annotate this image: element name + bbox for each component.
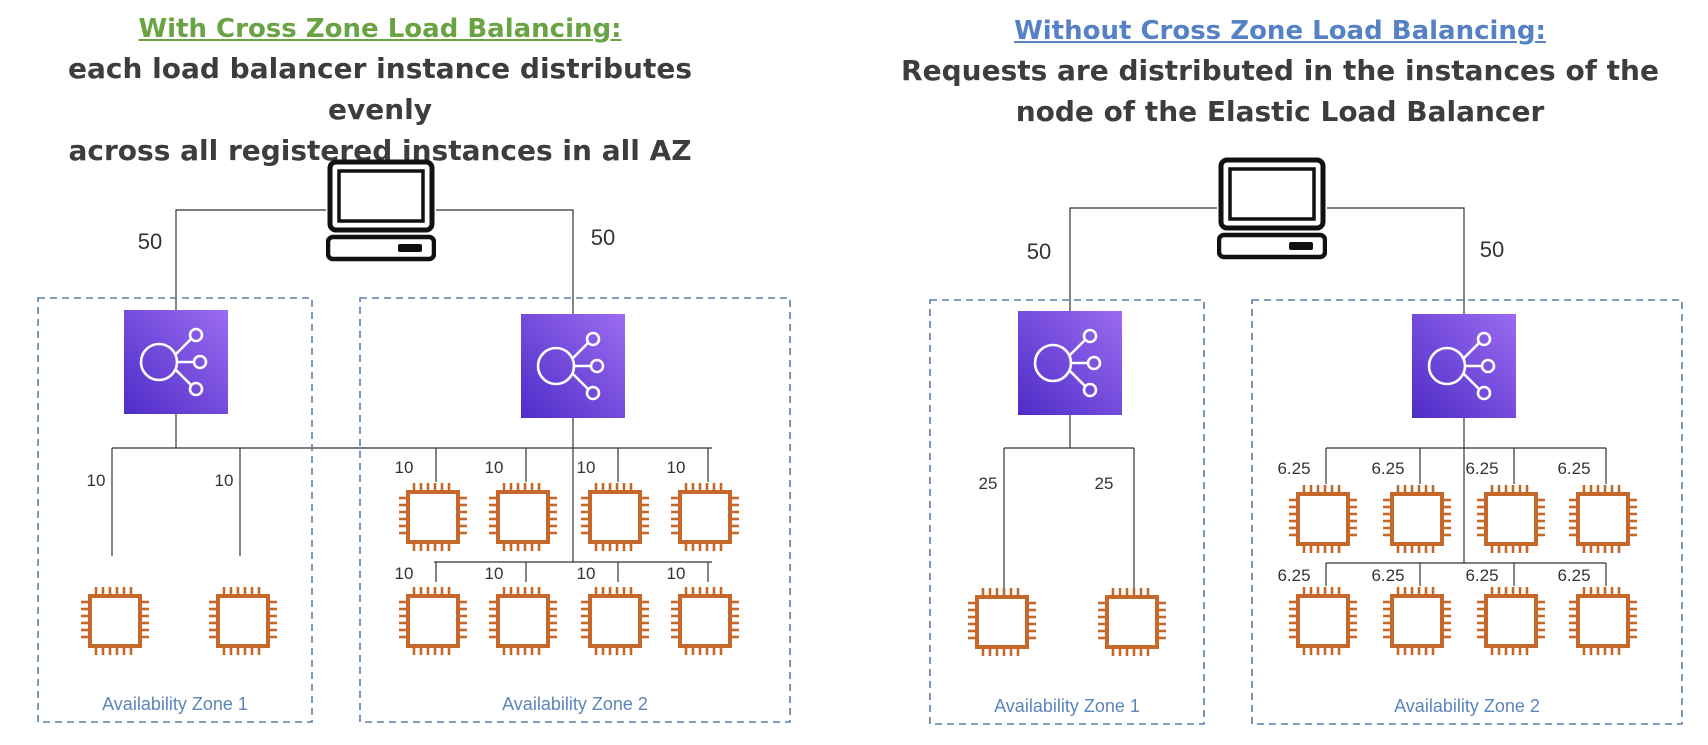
left-az2-instance-label-8: 10 [667,564,686,583]
right-az1-instance-1-icon [967,587,1037,657]
right-az2-instance-7-icon [1476,586,1546,656]
left-az2-instance-6-icon [488,586,558,656]
left-client-to-elb1-line [175,209,326,312]
right-elb-az2-icon [1412,314,1516,418]
right-client-to-elb2-line [1327,207,1465,316]
right-availability-zone-2-label: Availability Zone 2 [1394,696,1540,716]
right-az2-instance-label-3: 6.25 [1465,459,1498,478]
right-az2-instance-label-6: 6.25 [1371,566,1404,585]
left-az2-instance-label-5: 10 [395,564,414,583]
left-az1-instance-1-icon [80,586,150,656]
left-client-computer-icon [328,162,434,259]
right-az2-instance-1-icon [1288,484,1358,554]
right-description-line-2: node of the Elastic Load Balancer [1015,95,1545,128]
left-availability-zone-2-label: Availability Zone 2 [502,694,648,714]
right-az1-instance-label-1: 25 [979,474,998,493]
left-az2-instance-label-1: 10 [395,458,414,477]
right-availability-zone-1-label: Availability Zone 1 [994,696,1140,716]
right-az2-instance-8-icon [1568,586,1638,656]
left-az2-instance-label-2: 10 [485,458,504,477]
right-az2-instance-2-icon [1382,484,1452,554]
right-az2-instance-label-4: 6.25 [1557,459,1590,478]
right-elb-az1-icon [1018,311,1122,415]
left-availability-zone-1 [37,297,313,723]
right-az1-instance-label-2: 25 [1095,474,1114,493]
right-az2-instance-5-icon [1288,586,1358,656]
left-az2-instance-7-icon [580,586,650,656]
right-az2-instance-label-5: 6.25 [1277,566,1310,585]
left-az2-instance-3-icon [580,482,650,552]
right-az2-instance-label-2: 6.25 [1371,459,1404,478]
left-az2-instance-4-icon [670,482,740,552]
left-availability-zone-2 [359,297,791,723]
left-az2-instance-label-7: 10 [577,564,596,583]
right-description-line-1: Requests are distributed in the instance… [901,54,1659,87]
left-traffic-label-1: 50 [138,229,162,254]
left-az1-instance-label-2: 10 [215,471,234,490]
right-heading: Without Cross Zone Load Balancing: Reque… [880,16,1680,132]
left-title: With Cross Zone Load Balancing: [138,14,622,44]
left-az2-instance-5-icon [398,586,468,656]
right-client-computer-icon [1219,160,1325,257]
left-description-line-1: each load balancer instance distributes … [67,52,693,126]
left-availability-zone-1-label: Availability Zone 1 [102,694,248,714]
right-az2-instance-6-icon [1382,586,1452,656]
left-elb-az2-icon [521,314,625,418]
left-elb-az1-icon [124,310,228,414]
left-az1-instance-label-1: 10 [87,471,106,490]
right-az1-instance-2-icon [1097,587,1167,657]
right-client-to-elb1-line [1069,207,1217,313]
right-az2-instance-label-7: 6.25 [1465,566,1498,585]
left-client-to-elb2-line [436,209,574,316]
right-az2-instance-label-8: 6.25 [1557,566,1590,585]
right-title: Without Cross Zone Load Balancing: [1014,16,1546,46]
left-heading: With Cross Zone Load Balancing: each loa… [20,14,740,171]
left-az2-instance-2-icon [488,482,558,552]
right-az2-instance-label-1: 6.25 [1277,459,1310,478]
right-traffic-label-1: 50 [1027,239,1051,264]
right-availability-zone-2 [1251,299,1683,725]
left-az2-instance-1-icon [398,482,468,552]
left-az2-instance-label-3: 10 [577,458,596,477]
left-az1-instance-2-icon [208,586,278,656]
left-az2-instance-label-6: 10 [485,564,504,583]
left-az2-instance-8-icon [670,586,740,656]
right-az2-instance-4-icon [1568,484,1638,554]
left-az2-instance-label-4: 10 [667,458,686,477]
right-az2-instance-3-icon [1476,484,1546,554]
right-availability-zone-1 [929,299,1205,725]
right-traffic-label-2: 50 [1480,237,1504,262]
left-traffic-label-2: 50 [591,225,615,250]
